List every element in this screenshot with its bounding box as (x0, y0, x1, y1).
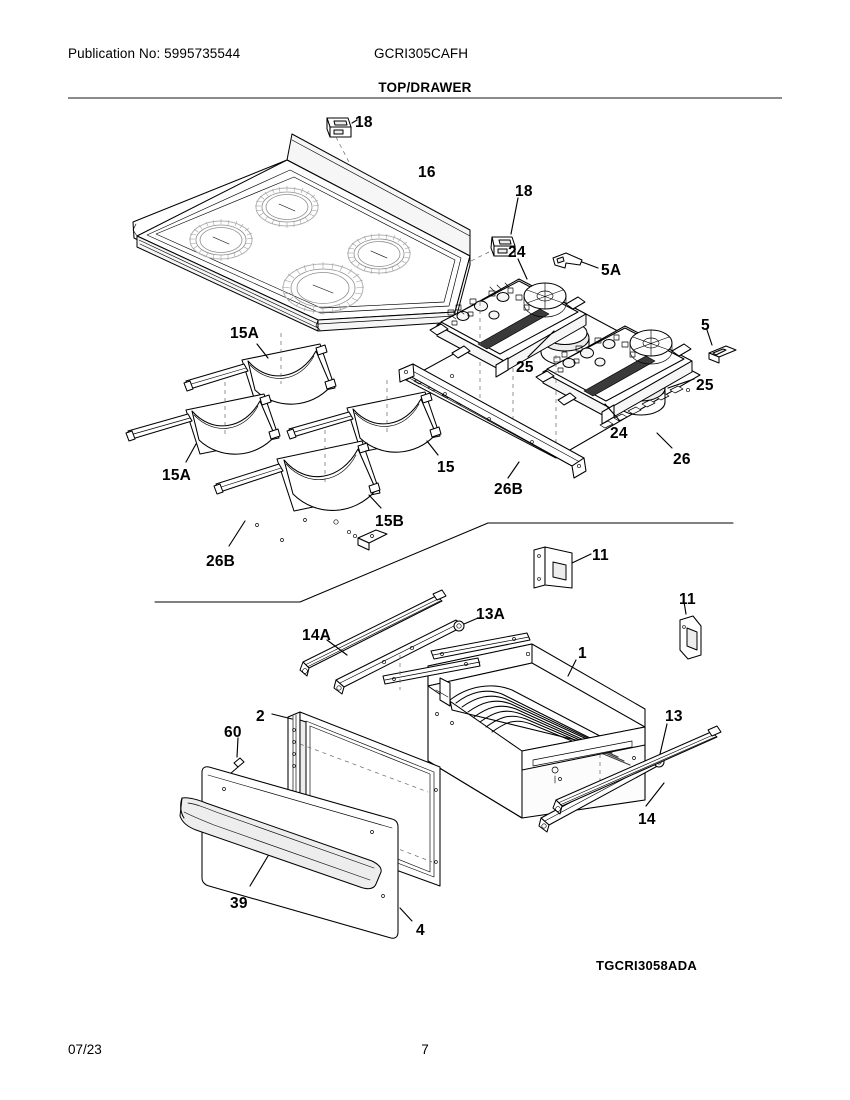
loose-hardware-group (228, 518, 388, 551)
part-39-drawer-handle (179, 797, 382, 890)
part-14A-slide-rail-left (299, 589, 447, 677)
callout-18-upper: 18 (355, 114, 373, 131)
callout-13-glide: 13 (665, 708, 683, 725)
part-15A-element-left (125, 382, 281, 463)
callout-2-inner-panel: 2 (256, 708, 265, 725)
part-13A-drawer-glide-left (333, 617, 479, 695)
part-14-slide-rail-right (552, 725, 722, 815)
callout-15-element: 15 (437, 459, 455, 476)
callout-26B-rail: 26B (494, 481, 524, 498)
blower-fan-front (629, 329, 673, 365)
part-11-stop-bracket-lower (679, 601, 702, 660)
burner-graphic-right (347, 233, 412, 275)
callout-15A-upper: 15A (230, 325, 260, 342)
part-11-stop-bracket-upper (533, 546, 592, 589)
model-number: GCRI305CAFH (374, 46, 469, 61)
callout-24-front: 24 (610, 425, 628, 442)
part-16-cooktop (132, 133, 471, 332)
blower-fan-rear (523, 282, 567, 318)
page-title: TOP/DRAWER (378, 80, 472, 95)
callout-26-chassis: 26 (673, 451, 691, 468)
callout-25-rear: 25 (516, 359, 534, 376)
part-4-drawer-outer-front (179, 766, 413, 939)
part-15-element-right (286, 380, 442, 456)
part-5A-bracket (552, 252, 599, 269)
callout-16-cooktop: 16 (418, 164, 436, 181)
burner-graphic-rear-left (255, 186, 320, 228)
callout-5-clip: 5 (701, 317, 710, 334)
part-5-clip (706, 329, 737, 364)
callout-5A-bracket: 5A (601, 262, 622, 279)
callout-15A-left: 15A (162, 467, 192, 484)
callout-60-screw: 60 (224, 724, 242, 741)
burner-graphic-front-large (281, 262, 365, 315)
callout-11-upper: 11 (592, 547, 609, 564)
callout-24-rear: 24 (508, 244, 526, 261)
publication-number: Publication No: 5995735544 (68, 46, 241, 61)
diagram-identifier: TGCRI3058ADA (596, 958, 698, 973)
callout-25-front: 25 (696, 377, 714, 394)
burner-graphic-left (189, 219, 254, 261)
callout-14A-rail: 14A (302, 627, 332, 644)
callout-39-handle: 39 (230, 895, 248, 912)
callout-11-lower: 11 (679, 591, 696, 608)
part-60-screw (229, 737, 245, 775)
footer-date: 07/23 (68, 1042, 102, 1057)
callout-18-right: 18 (515, 183, 533, 200)
part-15B-element-front (213, 430, 382, 512)
part-26B-front-trim-rail (398, 363, 587, 479)
callout-13A-glide: 13A (476, 606, 506, 623)
footer-page-number: 7 (421, 1042, 429, 1057)
part-24-control-board-rear (429, 258, 587, 378)
part-18-clip-right (470, 197, 519, 262)
callout-15B-element: 15B (375, 513, 405, 530)
part-24-control-board-front (535, 325, 695, 425)
part-18-clip-upper (326, 117, 358, 165)
section-divider (154, 522, 734, 603)
callout-1-drawer-box: 1 (578, 645, 587, 662)
header-divider (68, 97, 782, 99)
callout-26B-hardware: 26B (206, 553, 236, 570)
callout-4-outer-front: 4 (416, 922, 425, 939)
callout-14-rail: 14 (638, 811, 656, 828)
part-15A-element-upper (183, 333, 337, 405)
part-1-drawer-box (382, 632, 646, 819)
